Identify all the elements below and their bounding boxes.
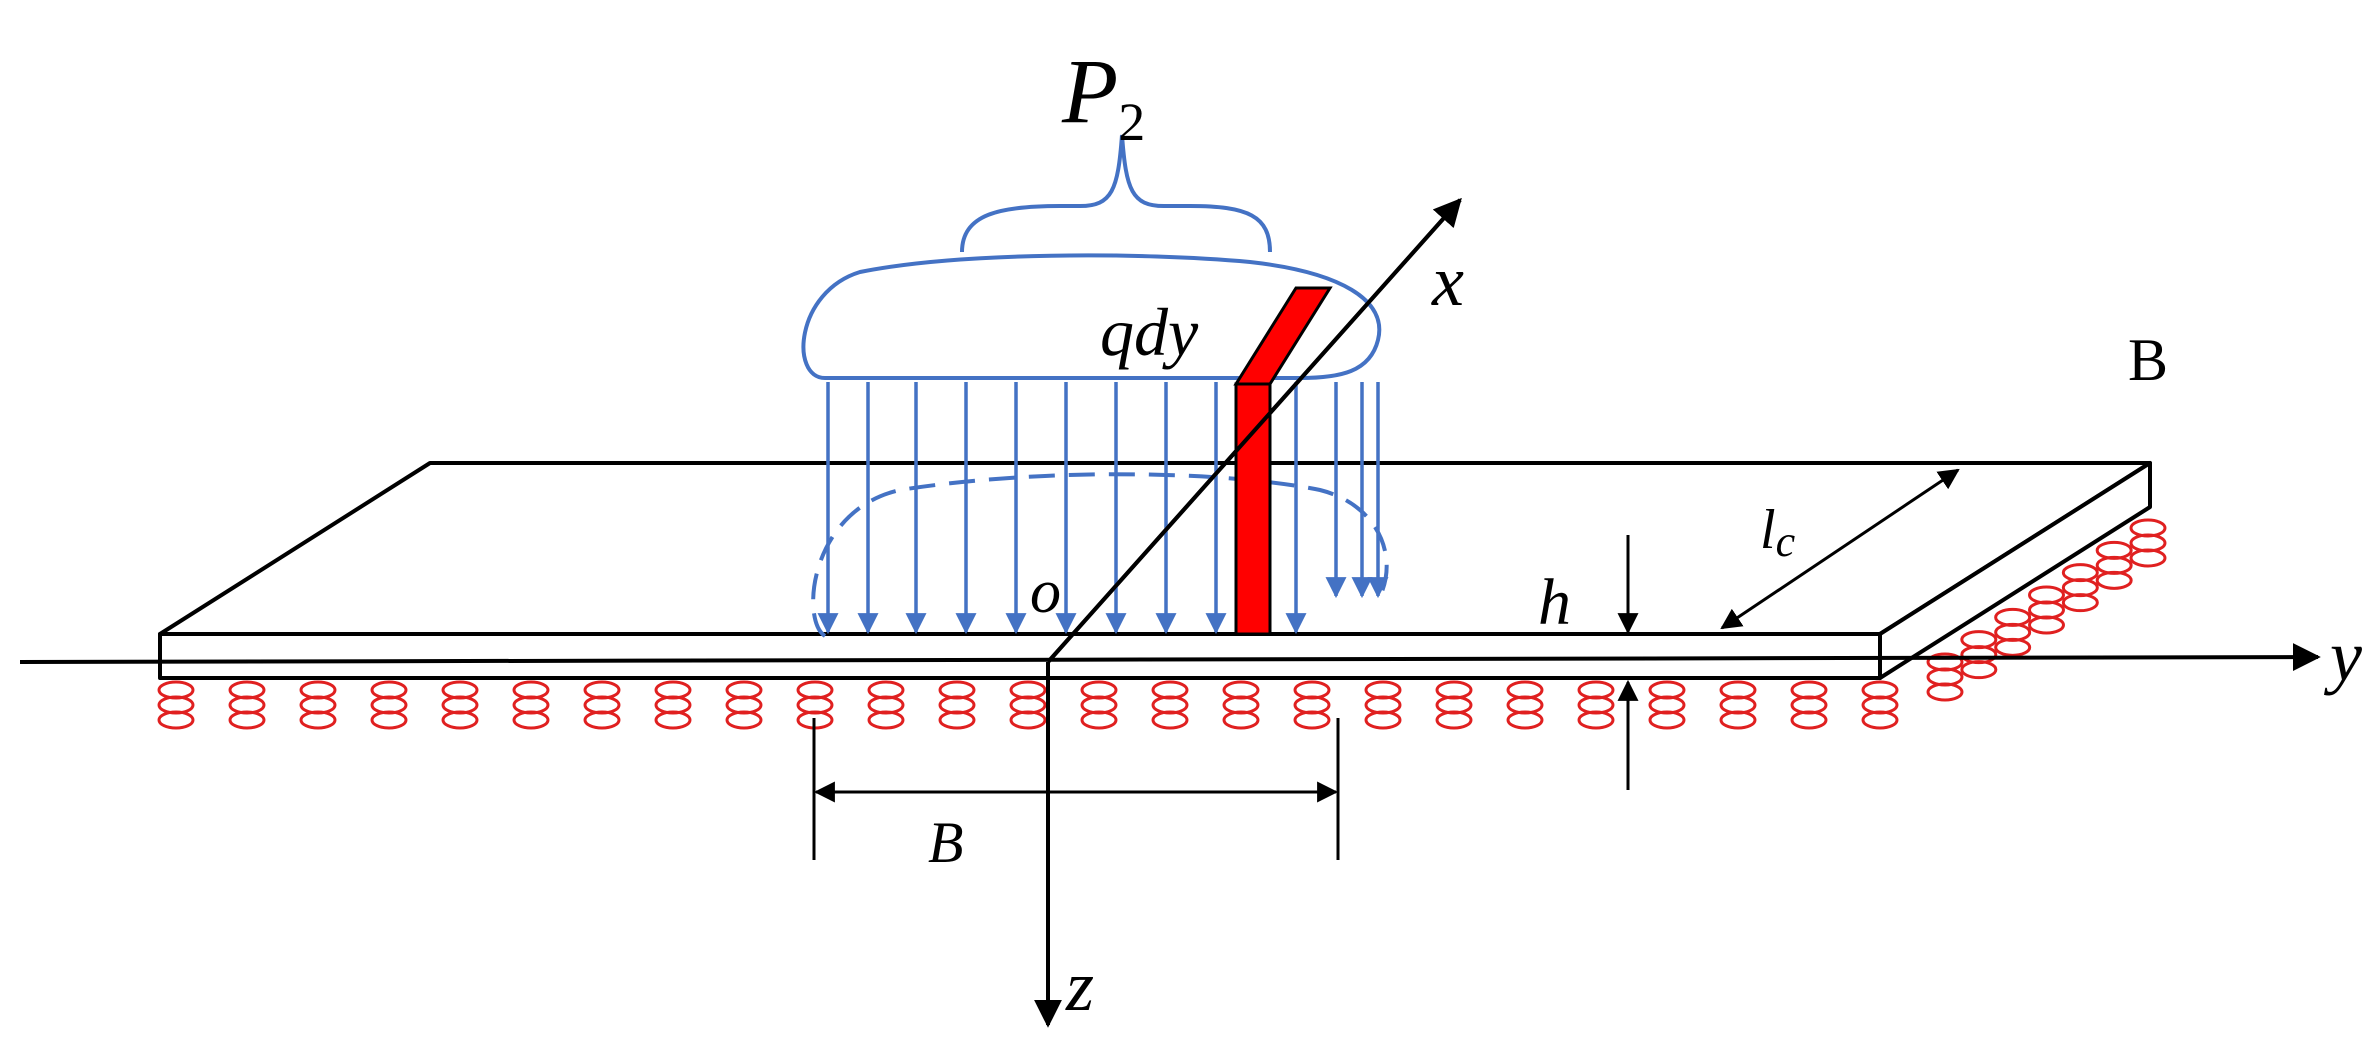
- spring: [654, 680, 692, 730]
- spring: [1080, 680, 1118, 730]
- load-total-label: P2: [1061, 40, 1145, 152]
- distributed-load: [801, 134, 1389, 638]
- spring: [796, 680, 834, 730]
- z-axis-label: z: [1065, 946, 1094, 1026]
- spring-side: [1994, 607, 2032, 657]
- spring: [157, 680, 195, 730]
- spring: [1861, 680, 1899, 730]
- spring: [583, 680, 621, 730]
- spring: [938, 680, 976, 730]
- strip-load-label: qdy: [1100, 294, 1199, 370]
- spring-side: [1960, 630, 1998, 680]
- strip-element: [1233, 286, 1333, 636]
- spring: [1719, 680, 1757, 730]
- spring: [1293, 680, 1331, 730]
- x-axis-overlay: [1046, 198, 1462, 664]
- spring: [1648, 680, 1686, 730]
- spring: [867, 680, 905, 730]
- x-axis-label: x: [1431, 241, 1464, 321]
- origin-label: o: [1030, 558, 1061, 626]
- spring: [299, 680, 337, 730]
- spring: [1577, 680, 1615, 730]
- foundation-springs-front: [157, 680, 1899, 730]
- plate-top-face: [158, 461, 2152, 636]
- spring: [725, 680, 763, 730]
- spring: [1364, 680, 1402, 730]
- spring: [1151, 680, 1189, 730]
- spring-side: [2129, 518, 2167, 568]
- y-axis-label: y: [2323, 616, 2362, 696]
- spring: [1790, 680, 1828, 730]
- corner-label: B: [2128, 327, 2168, 393]
- spring: [512, 680, 550, 730]
- thickness-label: h: [1538, 566, 1571, 639]
- spring-side: [2061, 563, 2099, 613]
- load-top-ellipse: [801, 253, 1382, 380]
- plate: [158, 461, 2152, 680]
- spring: [370, 680, 408, 730]
- length-label: lc: [1760, 499, 1796, 566]
- dimension-lc: [1720, 468, 1960, 630]
- spring: [228, 680, 266, 730]
- dimension-B: [812, 718, 1340, 860]
- width-label: B: [928, 810, 963, 875]
- spring: [1009, 680, 1047, 730]
- spring-side: [2095, 540, 2133, 590]
- plate-front-face: [158, 632, 1882, 680]
- strip-top: [1233, 286, 1333, 386]
- spring: [1506, 680, 1544, 730]
- load-base-ellipse: [811, 472, 1389, 638]
- spring-side: [1926, 652, 1964, 702]
- load-arrows: [817, 382, 1389, 635]
- spring: [1435, 680, 1473, 730]
- spring-side: [2028, 585, 2065, 635]
- foundation-springs-side: [1926, 518, 2167, 702]
- spring: [441, 680, 479, 730]
- load-brace: [960, 134, 1272, 253]
- y-axis: [19, 643, 2321, 672]
- spring: [1222, 680, 1260, 730]
